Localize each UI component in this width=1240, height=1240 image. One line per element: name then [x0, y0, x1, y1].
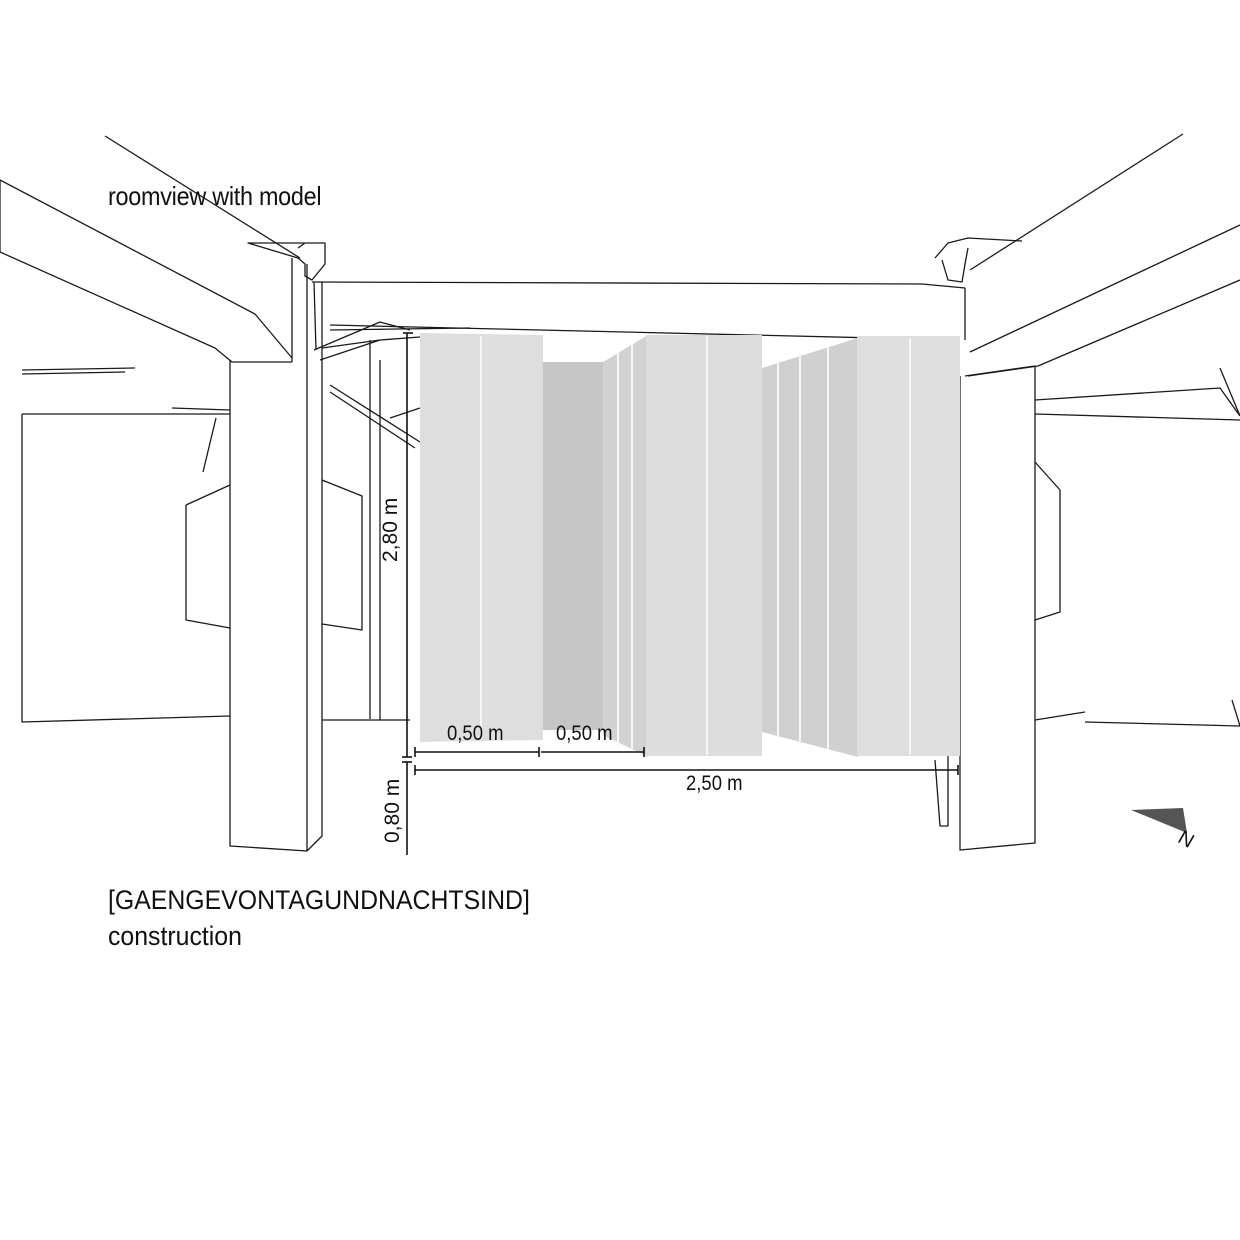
- panel-side-stack-left: [603, 335, 648, 757]
- dimension-lines: [402, 332, 959, 855]
- project-subtitle: construction: [108, 921, 242, 951]
- left-beam-lower: [0, 251, 292, 363]
- panel-seams: [480, 336, 911, 755]
- ceiling-beam: [311, 281, 966, 351]
- dimension-label-panel-width-1: 0,50 m: [447, 722, 504, 745]
- panel-front-right: [857, 336, 960, 756]
- view-title: roomview with model: [108, 181, 322, 211]
- left-diagonal-beam: [321, 339, 421, 449]
- dimension-label-height-base: 0,80 m: [381, 778, 404, 843]
- left-capital: [247, 242, 326, 362]
- right-room-window: [1034, 461, 1061, 621]
- dimension-label-height-model: 2,80 m: [379, 497, 402, 562]
- svg-text:N: N: [1174, 826, 1198, 852]
- left-room-window: [185, 479, 363, 631]
- left-beam-upper: [0, 135, 301, 359]
- panel-back-shadow: [540, 362, 606, 730]
- ceiling-beam-front: [313, 321, 421, 361]
- right-room-walls: [1034, 367, 1240, 421]
- room-structure-lines: [0, 133, 1240, 852]
- project-title: [GAENGEVONTAGUNDNACHTSIND]: [108, 885, 530, 915]
- dimension-label-total-width: 2,50 m: [686, 772, 743, 795]
- north-arrow-icon: N: [1131, 808, 1198, 853]
- right-capital: [934, 237, 1023, 283]
- panel-side-stack-right: [762, 338, 858, 757]
- dimension-label-panel-width-2: 0,50 m: [556, 722, 613, 745]
- right-beam-upper: [967, 133, 1240, 377]
- left-column: [229, 264, 323, 852]
- left-column-inner: [369, 340, 381, 720]
- left-room-walls: [21, 367, 231, 723]
- right-floor-line: [1034, 699, 1240, 727]
- panel-center: [646, 335, 762, 756]
- model-panels: [420, 333, 960, 757]
- left-floor-line: [202, 417, 410, 721]
